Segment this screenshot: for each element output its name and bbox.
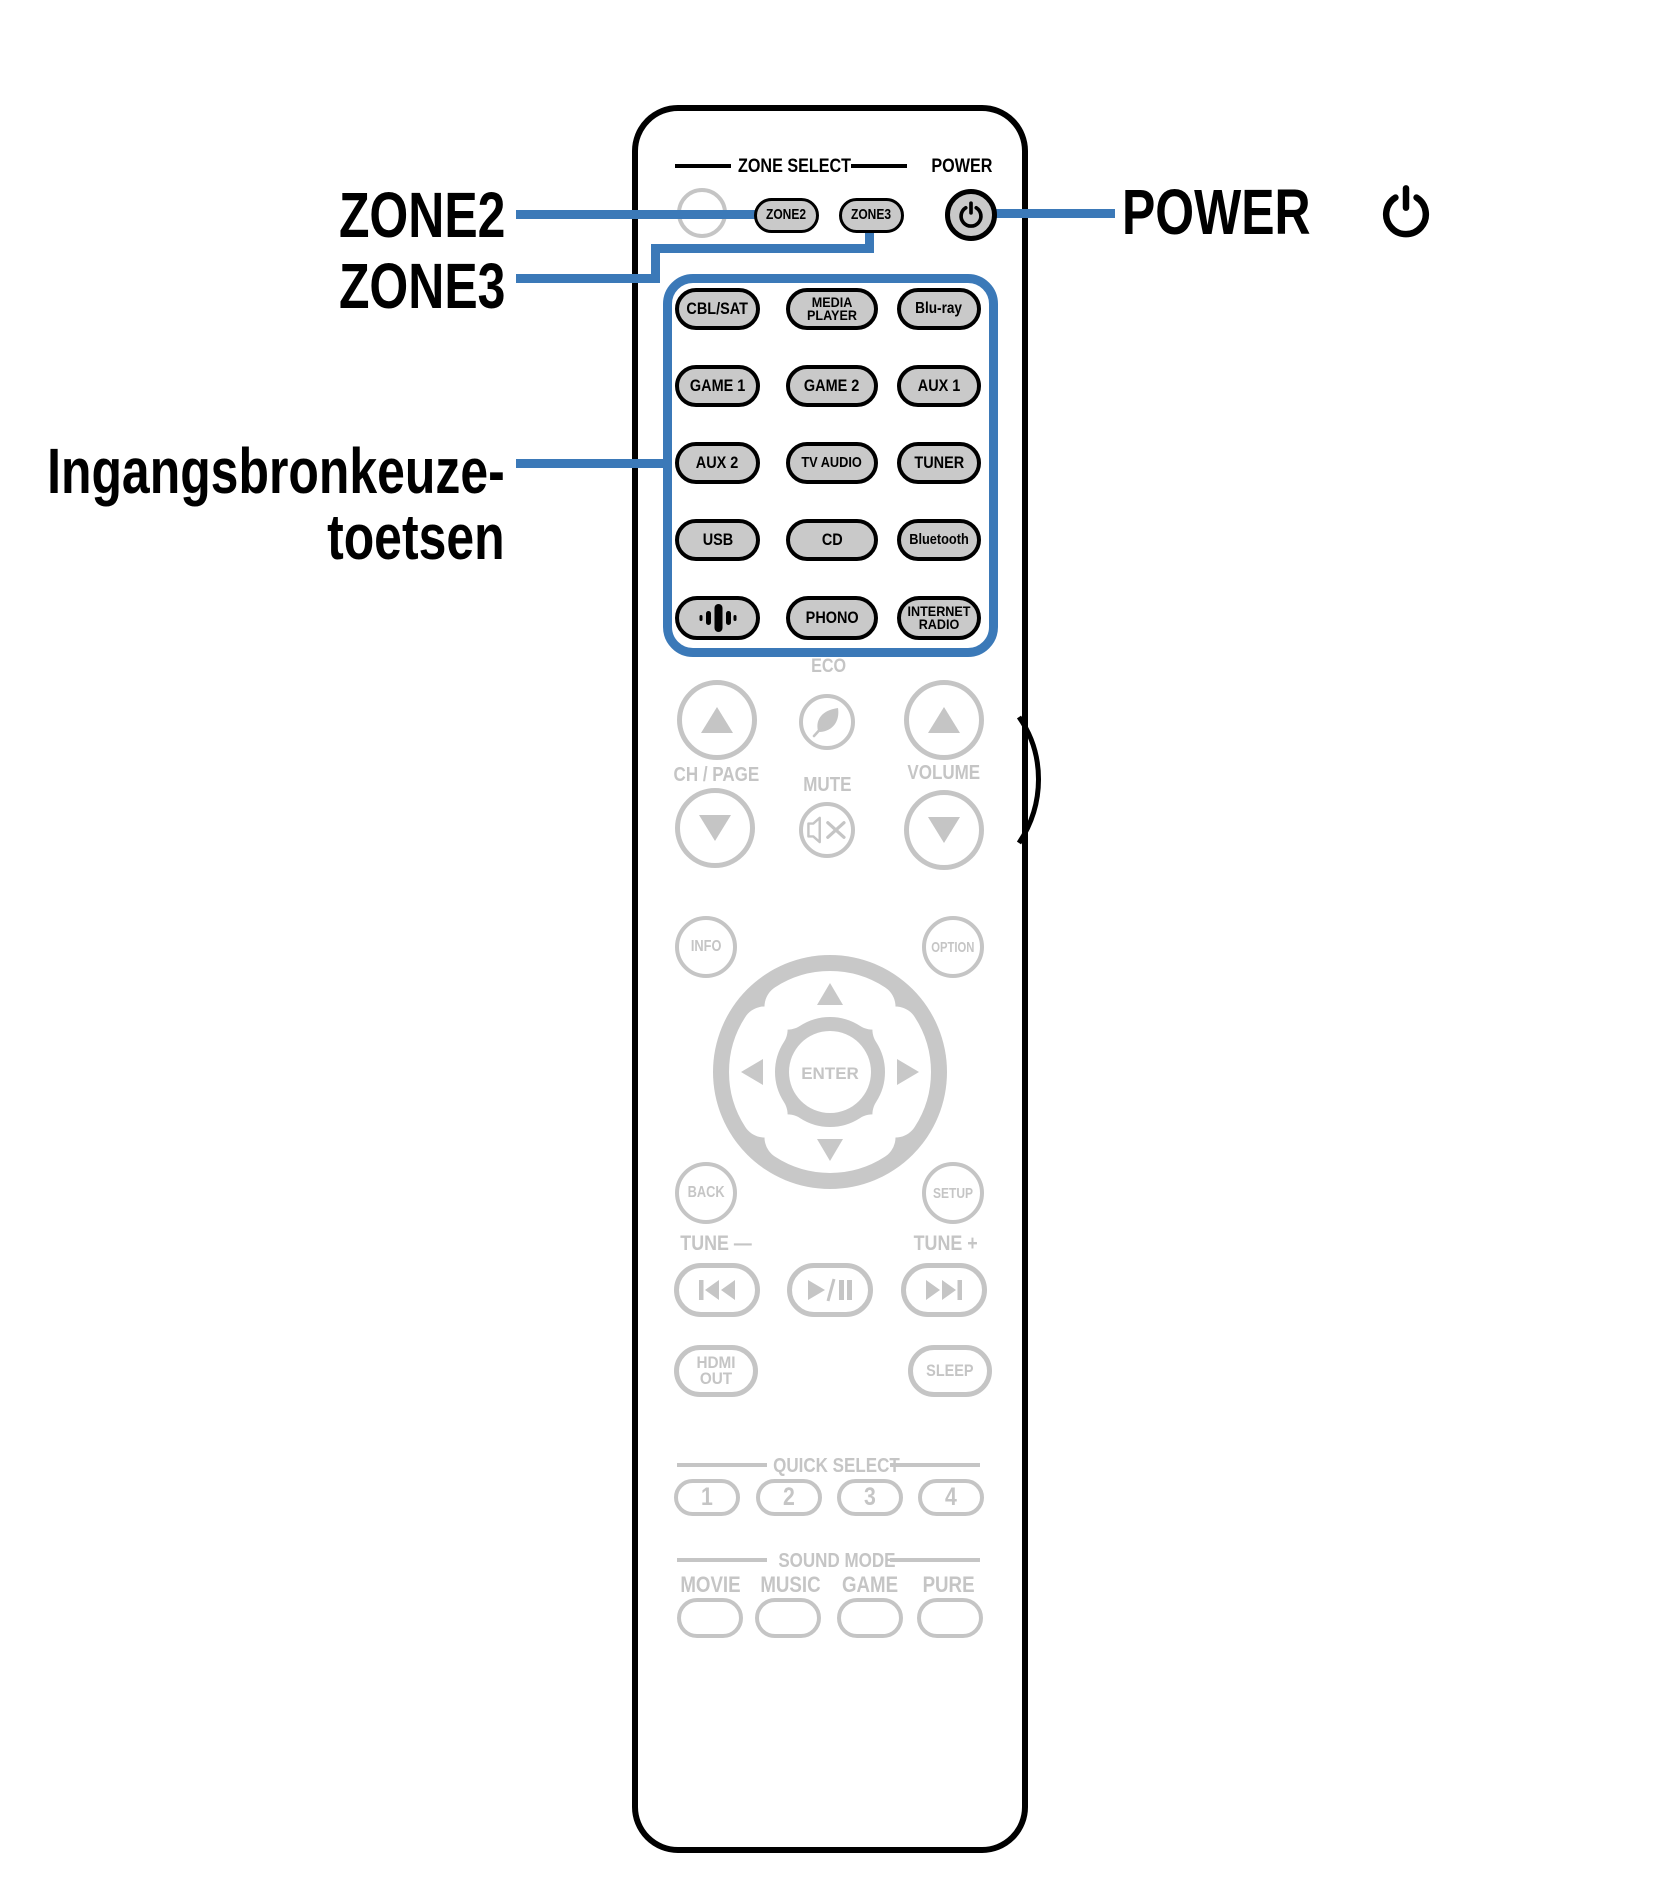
input-media-player-button[interactable]: MEDIA PLAYER [786, 288, 878, 330]
triangle-down-icon [928, 817, 960, 843]
callout-zone3: ZONE3 [292, 253, 505, 319]
quick-select-dash-right [890, 1463, 980, 1467]
hdmi-out-button[interactable]: HDMI OUT [674, 1345, 758, 1397]
callout-power: POWER [1122, 179, 1432, 245]
game-label: GAME [841, 1572, 899, 1597]
input-internet-radio-button[interactable]: INTERNET RADIO [897, 596, 981, 640]
zone2-button[interactable]: ZONE2 [754, 198, 819, 233]
sound-mode-pure-button[interactable] [917, 1598, 983, 1638]
input-aux1-button[interactable]: AUX 1 [897, 365, 981, 407]
volume-label: VOLUME [907, 762, 981, 784]
cursor-pad[interactable]: ENTER [710, 952, 950, 1192]
play-pause-icon [808, 1278, 852, 1302]
input-game2-button[interactable]: GAME 2 [786, 365, 878, 407]
zone3-button[interactable]: ZONE3 [839, 198, 904, 233]
connector-zone3-c [651, 244, 874, 253]
eco-button[interactable] [799, 694, 855, 750]
skip-forward-button[interactable] [901, 1263, 987, 1317]
input-cbl-sat-button[interactable]: CBL/SAT [675, 288, 760, 330]
connector-zone2 [516, 210, 756, 219]
input-source-highlight-box [663, 274, 998, 657]
input-tuner-button[interactable]: TUNER [897, 442, 981, 484]
input-tv-audio-button[interactable]: TV AUDIO [786, 442, 878, 484]
quick-select-1-button[interactable]: 1 [674, 1479, 740, 1516]
quick-select-dash-left [677, 1463, 767, 1467]
sound-mode-music-button[interactable] [755, 1598, 821, 1638]
input-phono-button[interactable]: PHONO [786, 596, 878, 640]
cursor-left-icon[interactable] [741, 1059, 763, 1085]
sound-mode-dash-right [890, 1558, 980, 1562]
connector-zone3-d [865, 228, 874, 250]
info-button[interactable]: INFO [675, 916, 737, 978]
power-button[interactable] [945, 189, 997, 241]
sound-mode-movie-button[interactable] [677, 1598, 743, 1638]
cursor-down-icon[interactable] [817, 1139, 843, 1161]
connector-power [995, 209, 1115, 218]
skip-back-icon [699, 1280, 735, 1300]
back-button[interactable]: BACK [675, 1162, 737, 1224]
callout-input-line2: toetsen [327, 501, 505, 573]
setup-button[interactable]: SETUP [922, 1162, 984, 1224]
side-grip-bump [1016, 715, 1041, 845]
quick-select-title: QUICK SELECT [773, 1455, 900, 1477]
quick-select-2-button[interactable]: 2 [756, 1479, 822, 1516]
callout-input-sources: Ingangsbronkeuze- toetsen [0, 438, 505, 570]
quick-select-4-button[interactable]: 4 [918, 1479, 984, 1516]
quick-select-3-button[interactable]: 3 [837, 1479, 903, 1516]
power-title: POWER [931, 156, 993, 177]
input-aux2-button[interactable]: AUX 2 [675, 442, 760, 484]
callout-zone3-text: ZONE3 [338, 250, 505, 322]
ch-page-up-button[interactable] [677, 680, 757, 760]
power-button-icon [959, 201, 983, 228]
triangle-up-icon [928, 707, 960, 733]
callout-zone2: ZONE2 [292, 182, 505, 248]
play-pause-button[interactable] [787, 1263, 873, 1317]
input-blu-ray-button[interactable]: Blu-ray [897, 288, 981, 330]
sound-mode-dash-left [677, 1558, 767, 1562]
connector-zone3-a [516, 274, 656, 283]
cursor-up-icon[interactable] [817, 983, 843, 1005]
movie-label: MOVIE [679, 1572, 741, 1597]
callout-zone2-text: ZONE2 [338, 179, 505, 251]
triangle-down-icon [699, 815, 731, 841]
zone-select-dash-left [675, 164, 731, 168]
connector-zone3-b [651, 244, 660, 283]
input-heos-button[interactable] [675, 596, 760, 640]
tune-plus-label: TUNE + [914, 1232, 978, 1255]
music-label: MUSIC [759, 1572, 821, 1597]
skip-forward-icon [926, 1280, 962, 1300]
zone-select-title: ZONE SELECT [737, 156, 852, 177]
volume-down-button[interactable] [904, 790, 984, 870]
enter-label: ENTER [801, 1064, 859, 1083]
ch-page-down-button[interactable] [675, 788, 755, 868]
input-cd-button[interactable]: CD [786, 519, 878, 561]
heos-icon [699, 604, 736, 632]
callout-input-line1: Ingangsbronkeuze- [47, 435, 505, 507]
input-game1-button[interactable]: GAME 1 [675, 365, 760, 407]
triangle-up-icon [701, 707, 733, 733]
option-button[interactable]: OPTION [922, 916, 984, 978]
sleep-button[interactable]: SLEEP [908, 1345, 992, 1397]
input-bluetooth-button[interactable]: Bluetooth [897, 519, 981, 561]
ch-page-label: CH / PAGE [673, 764, 759, 786]
connector-inputs [516, 459, 666, 468]
enter-button[interactable] [789, 1031, 871, 1113]
cursor-right-icon[interactable] [897, 1059, 919, 1085]
skip-back-button[interactable] [674, 1263, 760, 1317]
mute-button[interactable] [799, 802, 855, 858]
pure-label: PURE [923, 1572, 975, 1597]
zone-select-dash-right [851, 164, 907, 168]
callout-power-text: POWER [1122, 176, 1311, 248]
power-icon [1382, 185, 1429, 238]
mute-icon [807, 816, 846, 844]
mute-label: MUTE [802, 774, 852, 796]
input-usb-button[interactable]: USB [675, 519, 760, 561]
eco-label: ECO [811, 656, 847, 677]
tune-minus-label: TUNE — [680, 1232, 752, 1255]
sound-mode-title: SOUND MODE [778, 1550, 896, 1572]
volume-up-button[interactable] [904, 680, 984, 760]
sound-mode-game-button[interactable] [837, 1598, 903, 1638]
leaf-icon [812, 708, 839, 738]
